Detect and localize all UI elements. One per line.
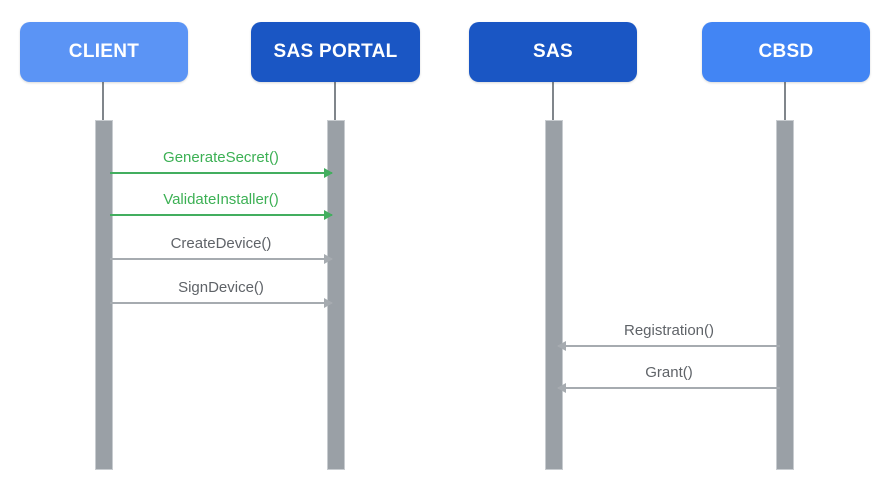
activation-bar-cbsd xyxy=(776,120,794,470)
arrowhead-right-icon xyxy=(324,254,333,264)
arrowhead-right-icon xyxy=(324,298,333,308)
actor-label-cbsd: CBSD xyxy=(758,41,814,62)
lifeline-client xyxy=(102,82,104,120)
message-line-sign-device xyxy=(110,302,332,304)
message-line-generate-secret xyxy=(110,172,332,174)
arrowhead-right-icon xyxy=(324,210,333,220)
message-label-generate-secret: GenerateSecret() xyxy=(163,148,279,166)
actor-label-sas-portal: SAS PORTAL xyxy=(273,41,398,62)
actor-label-sas: SAS xyxy=(533,41,573,62)
activation-bar-sas-portal xyxy=(327,120,345,470)
actor-box-sas[interactable]: SAS xyxy=(469,22,637,82)
message-line-validate-installer xyxy=(110,214,332,216)
activation-bar-sas xyxy=(545,120,563,470)
message-label-grant: Grant() xyxy=(645,363,693,381)
actor-box-cbsd[interactable]: CBSD xyxy=(702,22,870,82)
message-label-validate-installer: ValidateInstaller() xyxy=(163,190,279,208)
message-line-registration xyxy=(558,345,780,347)
actor-box-client[interactable]: CLIENT xyxy=(20,22,188,82)
activation-bar-client xyxy=(95,120,113,470)
actor-box-sas-portal[interactable]: SAS PORTAL xyxy=(251,22,420,82)
arrowhead-left-icon xyxy=(557,341,566,351)
message-label-registration: Registration() xyxy=(623,321,715,339)
lifeline-cbsd xyxy=(784,82,786,120)
lifeline-sas xyxy=(552,82,554,120)
message-label-sign-device: SignDevice() xyxy=(178,278,264,296)
message-label-create-device: CreateDevice() xyxy=(170,234,272,252)
arrowhead-left-icon xyxy=(557,383,566,393)
lifeline-sas-portal xyxy=(334,82,336,120)
message-line-grant xyxy=(558,387,780,389)
arrowhead-right-icon xyxy=(324,168,333,178)
message-line-create-device xyxy=(110,258,332,260)
actor-label-client: CLIENT xyxy=(68,41,140,62)
